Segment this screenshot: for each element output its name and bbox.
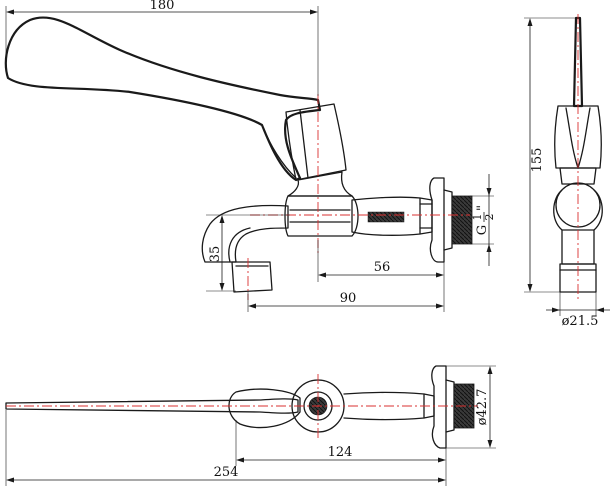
dim-label-56: 56 <box>374 260 391 275</box>
dim-label-180: 180 <box>150 0 175 13</box>
front-view <box>4 16 473 293</box>
dim-35: 35 <box>206 214 290 292</box>
top-handle-head <box>228 388 301 429</box>
dim-21-5: ø21.5 <box>546 292 610 329</box>
front-centerlines <box>247 94 470 300</box>
lever-handle <box>4 16 322 182</box>
handle-cap <box>285 103 347 181</box>
dim-254: 254 <box>5 410 446 486</box>
dim-label-155: 155 <box>530 148 545 173</box>
arm-knurl <box>367 211 405 223</box>
side-handle-cap <box>554 105 602 169</box>
thread-connector <box>451 195 473 245</box>
dim-label-thread-den: 2 <box>483 214 496 221</box>
dim-label-thread-unit: " <box>475 205 490 211</box>
top-view <box>5 365 475 449</box>
dim-label-thread-g: G <box>475 225 490 235</box>
dim-label-254: 254 <box>214 465 239 480</box>
dim-label-90: 90 <box>340 291 357 306</box>
top-lever <box>5 398 299 414</box>
top-flange <box>431 365 447 449</box>
dim-42-7: ø42.7 <box>446 365 496 449</box>
side-view <box>553 16 603 293</box>
spout-inner <box>228 227 251 263</box>
handle-cap-line <box>299 109 309 179</box>
dim-90: 90 <box>247 282 445 312</box>
dim-thread: G 1 2 " <box>470 174 496 266</box>
dim-label-124: 124 <box>328 445 353 460</box>
dim-180: 180 <box>5 0 319 96</box>
top-centerlines <box>6 374 478 440</box>
dim-124: 124 <box>235 420 447 486</box>
dim-label-42-7: ø42.7 <box>475 389 490 426</box>
dim-label-35: 35 <box>208 246 223 263</box>
lever-inner-edge <box>261 124 297 179</box>
spout <box>201 204 289 263</box>
dim-label-thread-num: 1 <box>471 214 484 221</box>
valve-body <box>284 195 359 237</box>
dim-155: 155 <box>524 17 576 293</box>
wall-flange <box>429 177 445 263</box>
neck <box>287 171 353 197</box>
dim-label-21-5: ø21.5 <box>562 314 599 329</box>
dim-56: 56 <box>317 240 445 282</box>
spout-nozzle <box>231 261 273 293</box>
